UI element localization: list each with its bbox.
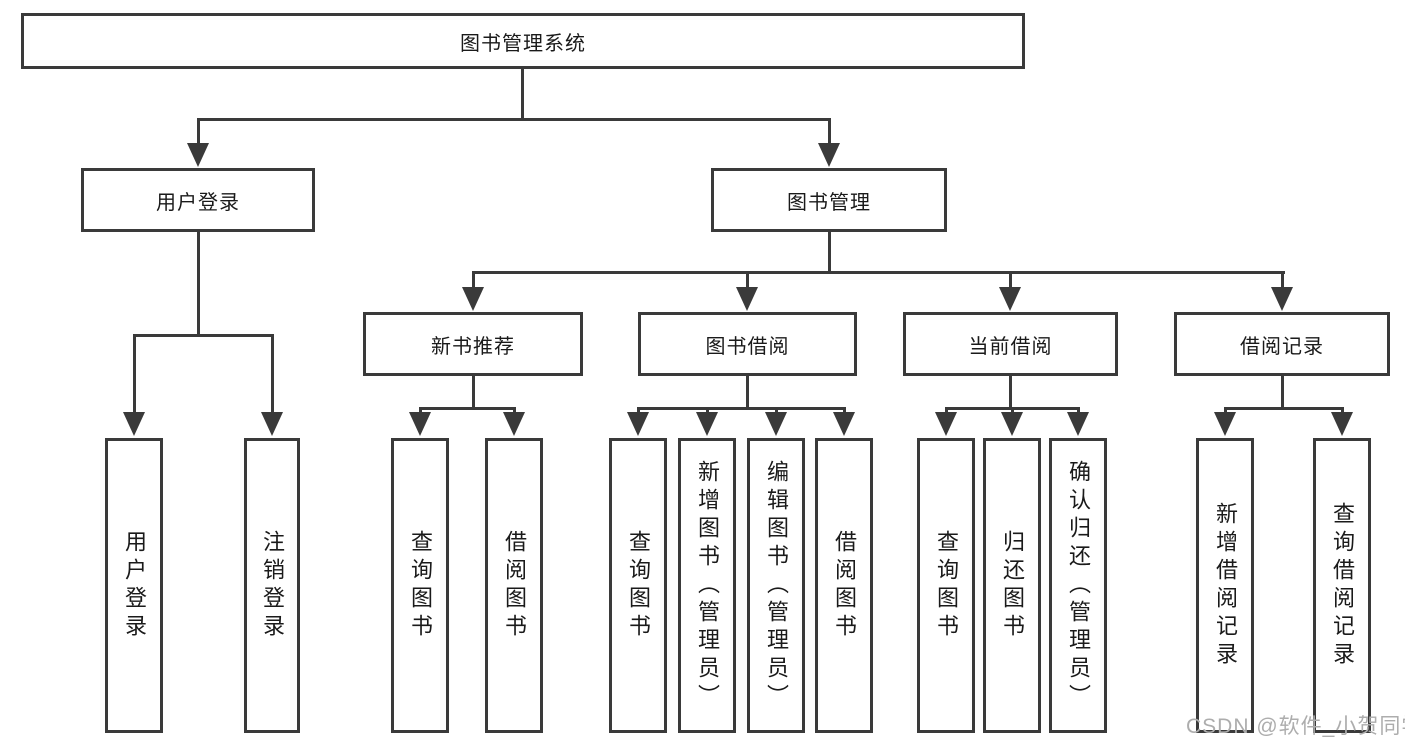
node-root-library-management-system: 图书管理系统: [21, 13, 1025, 69]
node-borrow-records: 借阅记录: [1174, 312, 1390, 376]
node-user-login: 用户登录: [81, 168, 315, 232]
connector-line: [1224, 407, 1344, 410]
arrowhead-down-icon: [627, 412, 649, 436]
leaf-query-books-current: 查询图书: [917, 438, 975, 733]
connector-line: [472, 271, 1285, 274]
leaf-query-books-borrow: 查询图书: [609, 438, 667, 733]
arrowhead-down-icon: [187, 143, 209, 167]
arrowhead-down-icon: [261, 412, 283, 436]
arrowhead-down-icon: [1067, 412, 1089, 436]
arrowhead-down-icon: [833, 412, 855, 436]
leaf-query-books-recommend: 查询图书: [391, 438, 449, 733]
node-book-management: 图书管理: [711, 168, 947, 232]
arrowhead-down-icon: [1214, 412, 1236, 436]
connector-line: [472, 374, 475, 410]
connector-line: [746, 374, 749, 410]
arrowhead-down-icon: [736, 287, 758, 311]
node-book-borrow: 图书借阅: [638, 312, 857, 376]
leaf-query-borrow-record: 查询借阅记录: [1313, 438, 1371, 733]
connector-line: [637, 407, 846, 410]
leaf-borrow-books-recommend: 借阅图书: [485, 438, 543, 733]
connector-line: [828, 118, 831, 148]
connector-line: [271, 334, 274, 416]
connector-line: [1281, 271, 1284, 292]
arrowhead-down-icon: [123, 412, 145, 436]
csdn-watermark: CSDN @软件_小贺同学: [1186, 715, 1405, 738]
leaf-return-books: 归还图书: [983, 438, 1041, 733]
arrowhead-down-icon: [999, 287, 1021, 311]
arrowhead-down-icon: [1271, 287, 1293, 311]
connector-line: [828, 231, 831, 272]
connector-line: [419, 407, 516, 410]
leaf-confirm-return-admin: 确认归还（管理员）: [1049, 438, 1107, 733]
leaf-edit-books-admin: 编辑图书（管理员）: [747, 438, 805, 733]
connector-line: [1009, 374, 1012, 410]
connector-line: [472, 271, 475, 292]
connector-line: [746, 271, 749, 292]
connector-line: [521, 67, 524, 119]
leaf-add-borrow-record: 新增借阅记录: [1196, 438, 1254, 733]
leaf-add-books-admin: 新增图书（管理员）: [678, 438, 736, 733]
connector-line: [197, 118, 831, 121]
arrowhead-down-icon: [818, 143, 840, 167]
arrowhead-down-icon: [462, 287, 484, 311]
connector-line: [197, 118, 200, 148]
connector-line: [1281, 374, 1284, 410]
leaf-logout: 注销登录: [244, 438, 300, 733]
arrowhead-down-icon: [1001, 412, 1023, 436]
connector-line: [1009, 271, 1012, 292]
arrowhead-down-icon: [765, 412, 787, 436]
node-current-borrow: 当前借阅: [903, 312, 1118, 376]
leaf-borrow-books: 借阅图书: [815, 438, 873, 733]
leaf-user-login: 用户登录: [105, 438, 163, 733]
arrowhead-down-icon: [696, 412, 718, 436]
node-new-book-recommend: 新书推荐: [363, 312, 583, 376]
arrowhead-down-icon: [1331, 412, 1353, 436]
connector-line: [133, 334, 274, 337]
arrowhead-down-icon: [935, 412, 957, 436]
arrowhead-down-icon: [503, 412, 525, 436]
connector-line: [133, 334, 136, 416]
arrowhead-down-icon: [409, 412, 431, 436]
connector-line: [197, 231, 200, 335]
